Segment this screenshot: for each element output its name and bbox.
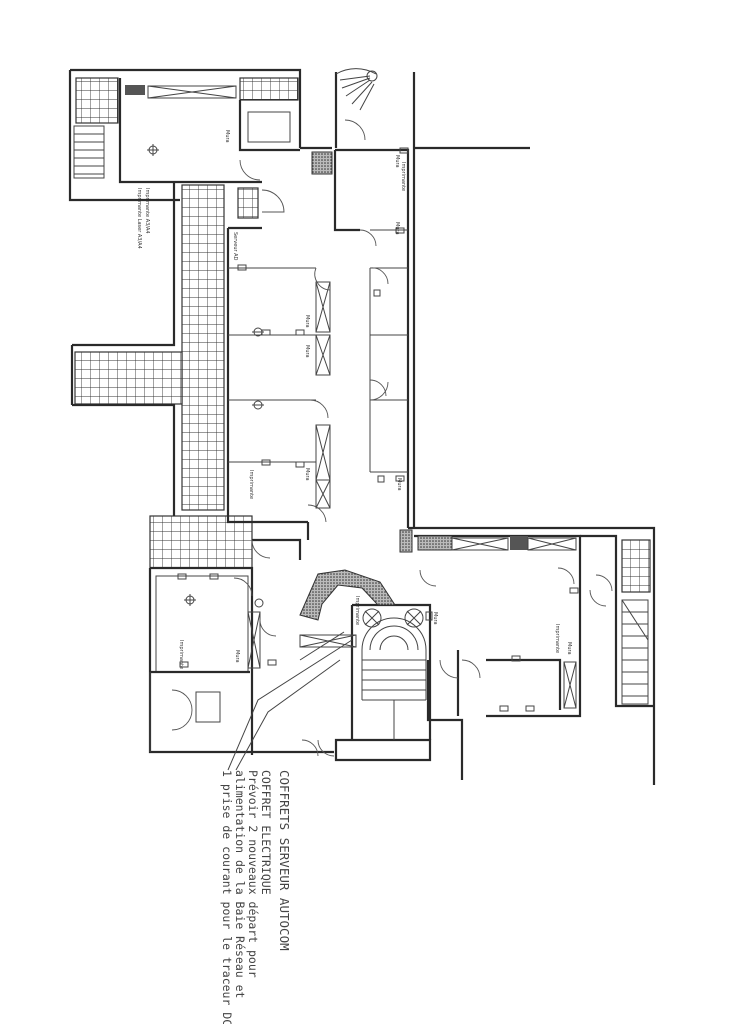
tile-right-strip [621, 539, 651, 593]
label-imprimante-1: Imprimante [400, 162, 406, 191]
cabinet-office-1 [315, 281, 331, 333]
label-mural-8: Mura [234, 650, 240, 663]
label-mural-7: Mura [396, 478, 402, 491]
tile-top-left [75, 77, 119, 124]
hatch-top [311, 151, 333, 175]
ceiling-light-3 [252, 400, 264, 410]
tile-top-strip [239, 77, 299, 101]
dark-block [510, 536, 528, 550]
label-imprimante-3: Imprimante [178, 640, 184, 669]
sockets [177, 147, 579, 712]
label-imprimante-a4: Imprimante A3/A4 [144, 188, 150, 234]
label-imprimante-2: Imprimante [248, 470, 254, 499]
stair-top-left [73, 125, 105, 179]
label-mural-5: Mura [304, 345, 310, 358]
label-imprimante-a3: Imprimante Laser A3/A4 [136, 188, 142, 249]
reception-desk [299, 569, 396, 621]
label-mural-2: Mura [394, 155, 400, 168]
ceiling-light-5 [254, 598, 264, 608]
label-mural-3: Mura [394, 222, 400, 235]
cabinet-office-3 [315, 424, 331, 481]
cabinet-right-top [451, 537, 577, 551]
doors [171, 159, 613, 757]
spiral-stairs [335, 68, 649, 740]
ceiling-light-1 [147, 144, 159, 156]
annotation-title: COFFRETS SERVEUR AUTOCOM [277, 770, 292, 951]
cabinet-office-2 [315, 334, 331, 376]
tiled-areas [74, 77, 651, 593]
tile-corridor-vertical [181, 184, 225, 511]
hatch-mid [417, 535, 453, 551]
label-mural-4: Mura [304, 315, 310, 328]
annotation-line-2: Prévoir 2 nouveaux départ pour [246, 770, 260, 978]
label-imprimante-5: Imprimante [554, 624, 560, 653]
walls [68, 68, 656, 785]
cabinet-bottom-left [247, 611, 261, 669]
stair-right [621, 599, 649, 705]
annotation: COFFRETS SERVEUR AUTOCOM COFFRET ELECTRI… [220, 770, 292, 1024]
tile-bottom-left [149, 515, 253, 569]
tile-corridor-horizontal [74, 351, 183, 405]
annotation-line-1: COFFRET ELECTRIQUE [259, 770, 273, 895]
tile-small-top [237, 187, 259, 219]
spiral-stair-bottom [361, 608, 427, 740]
cabinet-top [147, 85, 237, 99]
label-mural-9: Mura [432, 612, 438, 625]
room-labels: Mura Mura Imprimante Mura Serveur AD Mur… [136, 130, 572, 669]
hatched-areas [125, 85, 528, 621]
cabinet-centre [299, 634, 357, 648]
annotation-line-3: alimentation de la Baie Réseau et [233, 770, 247, 998]
label-mural-10: Mura [566, 642, 572, 655]
cabinet-office-4 [315, 479, 331, 509]
spiral-stair-top [335, 68, 378, 141]
label-serveur: Serveur AD [232, 232, 238, 261]
hatch-right [399, 529, 413, 553]
cabinets [147, 85, 577, 723]
label-imprimante-4: Imprimante [354, 596, 360, 625]
label-mural-6: Mura [304, 468, 310, 481]
leader-lines [227, 631, 353, 771]
ceiling-light-4 [184, 594, 196, 606]
fixtures [147, 144, 579, 712]
label-mural-1: Mura [224, 130, 230, 143]
cabinet-right-low [563, 661, 577, 709]
annotation-line-4: 1 prise de courant pour le traceur DCE [220, 770, 234, 1024]
